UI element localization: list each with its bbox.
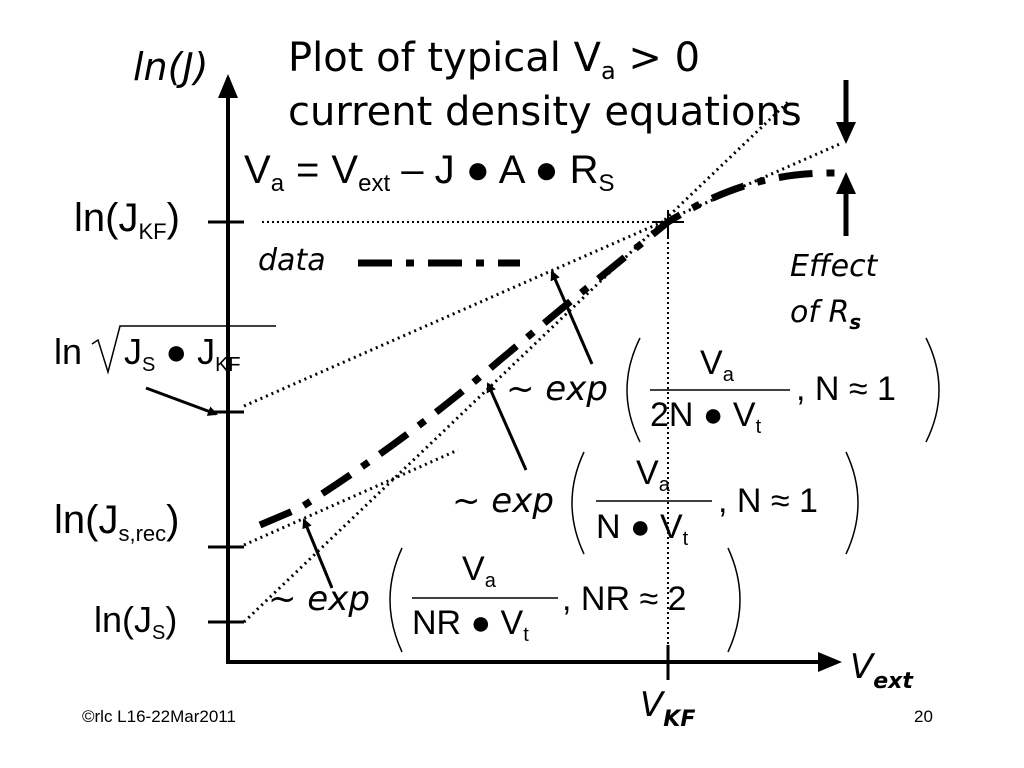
formula-3-denominator: NR ● Vt	[412, 606, 529, 645]
title-rest: > 0	[615, 35, 701, 81]
eq-rhs-rest: – J ● A ● R	[390, 148, 599, 192]
vkf-v: V	[640, 685, 664, 725]
effect-of-r: of R	[790, 295, 850, 330]
asymptote-2n	[243, 141, 843, 408]
sqrt-sub-kf: KF	[215, 354, 241, 376]
f2-left-paren	[571, 451, 585, 555]
jkf-post: )	[166, 196, 180, 240]
formula-3-prefix: ~ exp	[268, 579, 370, 619]
x-axis-arrowhead	[818, 652, 842, 672]
formula-1-condition: , N ≈ 1	[796, 370, 896, 408]
effect-line-2: of Rs	[790, 295, 862, 334]
f3-pointer-arrow	[302, 518, 334, 589]
label-ln-js: ln(JS)	[94, 599, 178, 644]
page-number: 20	[914, 707, 933, 726]
data-curve	[258, 169, 839, 529]
y-axis-arrowhead	[218, 74, 238, 98]
eq-rhs-v-sub: ext	[358, 170, 391, 197]
label-ln-jkf: ln(JKF)	[74, 198, 180, 243]
formula-1-prefix: ~ exp	[506, 369, 608, 409]
f3-den-sub: t	[523, 624, 529, 646]
sqrt-mid: ● J	[155, 331, 216, 372]
eq-rs-sub: S	[598, 170, 615, 197]
x-label-sub: ext	[873, 669, 913, 694]
rs-arrow-down-head	[836, 122, 856, 144]
js-sub: S	[152, 622, 166, 644]
f1-pointer-arrow	[550, 270, 594, 365]
f3-den: NR ● V	[412, 604, 524, 642]
effect-line-1: Effect	[790, 249, 878, 284]
footer-copyright: ©rlc L16-22Mar2011	[82, 707, 236, 726]
f1-left-paren	[626, 337, 641, 443]
title-line-2: current density equations	[288, 89, 802, 135]
title-text: Plot of typical V	[288, 35, 601, 81]
f2-den-sub: t	[682, 528, 689, 550]
f1-den: 2N ● V	[650, 396, 756, 434]
label-ln-sqrt: ln	[54, 331, 83, 372]
equation-va: Va=Vext – J ● A ● RS	[244, 150, 615, 196]
js-pre: ln(J	[94, 599, 153, 640]
eq-equals: =	[296, 148, 320, 192]
jkf-sub: KF	[138, 219, 167, 244]
js-post: )	[165, 599, 178, 640]
f2-right-paren	[845, 451, 859, 555]
vkf-sub: KF	[663, 707, 696, 732]
effect-r-sub: s	[849, 310, 862, 334]
formula-2-prefix: ~ exp	[452, 481, 554, 521]
sqrt-pointer-arrow	[145, 386, 218, 416]
formula-2-condition: , N ≈ 1	[718, 482, 818, 520]
label-vkf: VKF	[640, 688, 695, 731]
f3-right-paren	[727, 547, 741, 653]
f1-num-sub: a	[722, 364, 734, 386]
f3-num: V	[462, 550, 485, 588]
formula-1-denominator: 2N ● Vt	[650, 398, 761, 437]
jkf-pre: ln(J	[74, 196, 139, 240]
asymptote-nr	[243, 448, 459, 547]
sqrt-radical	[91, 325, 276, 375]
legend-data-label: data	[258, 243, 326, 278]
formula-2-numerator: Va	[636, 456, 670, 495]
f1-num: V	[700, 344, 723, 382]
formula-3-numerator: Va	[462, 552, 496, 591]
f2-pointer-arrow	[486, 382, 528, 471]
title-line-1: Plot of typical Va > 0	[288, 38, 700, 83]
label-ln-jsrec: ln(Js,rec)	[54, 500, 179, 545]
f3-left-paren	[389, 547, 403, 653]
x-axis-label: Vext	[850, 650, 913, 693]
sqrt-sub-s: S	[142, 354, 156, 376]
sqrt-j: J	[124, 331, 142, 372]
eq-v: V	[244, 148, 271, 192]
f1-den-sub: t	[755, 416, 762, 438]
f2-num: V	[636, 454, 659, 492]
eq-rhs-v: V	[331, 148, 359, 192]
f1-right-paren	[925, 337, 940, 443]
formula-2-denominator: N ● Vt	[596, 510, 688, 549]
title-subscript: a	[600, 57, 616, 85]
f2-den: N ● V	[596, 508, 683, 546]
jsrec-sub: s,rec	[118, 521, 167, 546]
f3-num-sub: a	[484, 570, 496, 592]
formula-1-numerator: Va	[700, 346, 734, 385]
f2-num-sub: a	[658, 474, 670, 496]
y-axis-label: ln(J)	[133, 45, 209, 89]
jsrec-post: )	[166, 498, 180, 542]
x-label-v: V	[850, 647, 874, 687]
formula-3-condition: , NR ≈ 2	[562, 580, 687, 618]
rs-arrow-up-head	[836, 172, 856, 194]
label-sqrt-body: JS ● JKF	[124, 331, 241, 376]
jsrec-pre: ln(J	[54, 498, 119, 542]
eq-v-sub: a	[270, 170, 285, 197]
